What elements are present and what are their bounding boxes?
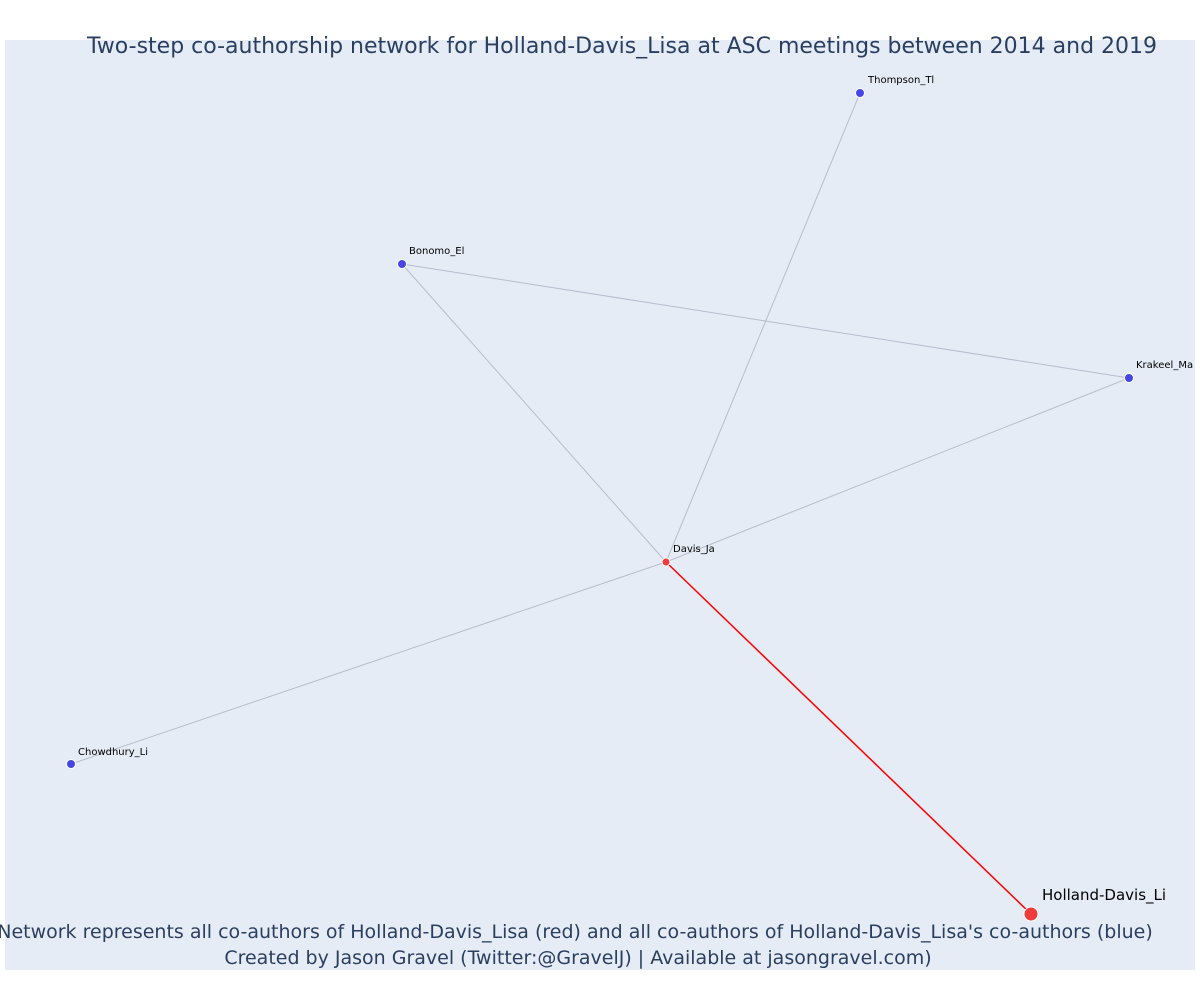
node-label-Krakeel_Ma: Krakeel_Ma <box>1136 360 1193 371</box>
edge-Davis_Ja-Holland-Davis_Li <box>665 561 1032 915</box>
plot-background <box>5 40 1195 970</box>
node-Chowdhury_Li[interactable] <box>66 759 76 769</box>
edge-Davis_Ja-Bonomo_El <box>401 263 667 563</box>
node-label-Holland-Davis_Li: Holland-Davis_Li <box>1042 886 1166 905</box>
node-Krakeel_Ma[interactable] <box>1124 373 1134 383</box>
edge-Bonomo_El-Krakeel_Ma <box>401 263 1130 379</box>
node-Davis_Ja[interactable] <box>661 557 671 567</box>
edges-layer <box>70 92 1130 915</box>
node-label-Bonomo_El: Bonomo_El <box>409 246 464 257</box>
caption-line-2: Created by Jason Gravel (Twitter:@Gravel… <box>224 947 931 969</box>
chart-title: Two-step co-authorship network for Holla… <box>86 34 1157 59</box>
node-label-Chowdhury_Li: Chowdhury_Li <box>78 747 148 758</box>
node-Bonomo_El[interactable] <box>397 259 407 269</box>
edge-Davis_Ja-Krakeel_Ma <box>665 377 1130 563</box>
edge-Davis_Ja-Thompson_Tl <box>665 92 861 563</box>
node-Holland-Davis_Li[interactable] <box>1023 906 1039 922</box>
node-label-Thompson_Tl: Thompson_Tl <box>867 75 934 86</box>
edge-Davis_Ja-Chowdhury_Li <box>70 561 667 765</box>
labels-layer: Holland-Davis_Li Davis_Ja Thompson_TlBonom… <box>78 75 1193 905</box>
node-label-Davis_Ja: Davis_Ja <box>673 544 715 555</box>
node-Thompson_Tl[interactable] <box>855 88 865 98</box>
caption-line-1: Network represents all co-authors of Hol… <box>0 921 1153 943</box>
nodes-layer <box>66 88 1134 922</box>
